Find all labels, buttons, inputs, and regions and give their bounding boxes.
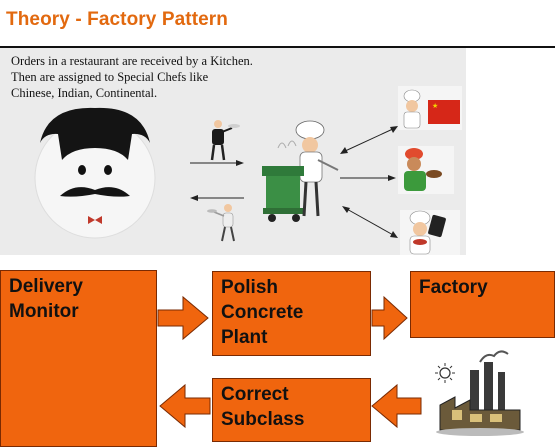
restaurant-illustration: ★ [34,86,462,255]
box-label: Plant [221,327,268,348]
delivery-monitor-box: Delivery Monitor [0,270,157,447]
factory-box: Factory [410,271,555,338]
chef-grill-icon [262,120,339,222]
intro-line: Chinese, Indian, Continental. [11,86,158,100]
flow-arrow-right [157,295,209,341]
continental-chef-icon [400,210,460,255]
flow-arrow-right [371,295,408,341]
waiter-icon [210,120,240,161]
intro-line: Orders in a restaurant are received by a… [11,54,253,68]
box-label: Concrete [221,302,304,323]
box-label: Subclass [221,409,305,430]
flow-arrow-left [371,383,422,429]
box-label: Factory [419,277,488,298]
intro-text: Orders in a restaurant are received by a… [11,53,311,101]
box-label: Polish [221,277,279,298]
box-label: Monitor [9,301,79,322]
factory-icon [435,350,524,436]
svg-text:★: ★ [432,102,438,110]
chinese-chef-icon: ★ [398,86,462,130]
correct-subclass-box: Correct Subclass [212,378,371,442]
indian-chef-icon [398,146,454,194]
flow-arrow-left [159,383,211,429]
slide-title: Theory - Factory Pattern [6,9,229,30]
customer-face-icon [34,107,156,239]
box-label: Delivery [9,276,83,297]
waiter-icon [207,204,235,242]
title-divider [0,46,555,48]
box-label: Correct [221,384,289,405]
polish-concrete-plant-box: Polish Concrete Plant [212,271,371,356]
intro-line: Then are assigned to Special Chefs like [11,70,209,84]
